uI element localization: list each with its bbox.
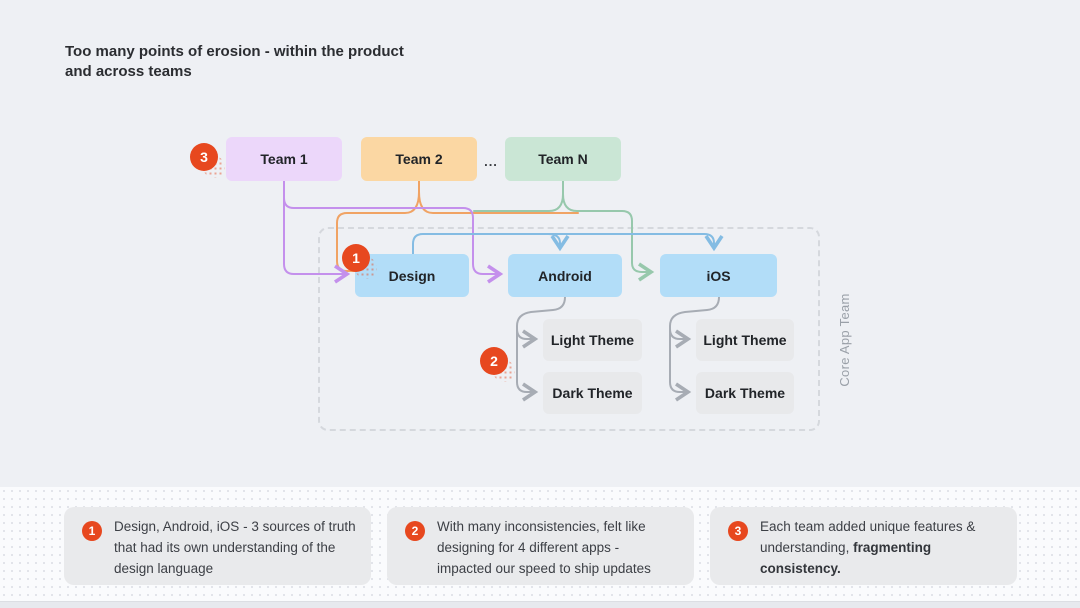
team-1-label: Team 1 — [260, 151, 308, 167]
note-card-2: 2 With many inconsistencies, felt like d… — [387, 507, 694, 585]
team-2-box: Team 2 — [361, 137, 477, 181]
marker-2-badge: 2 — [480, 347, 515, 382]
note-1-text-regular: Design, Android, iOS - 3 sources of trut… — [114, 519, 356, 576]
ios-light-theme-label: Light Theme — [703, 332, 787, 348]
ios-box: iOS — [660, 254, 777, 297]
note-card-1: 1 Design, Android, iOS - 3 sources of tr… — [64, 507, 371, 585]
design-label: Design — [388, 267, 436, 284]
notes-band: 1 Design, Android, iOS - 3 sources of tr… — [0, 487, 1080, 608]
bottom-edge-strip — [0, 601, 1080, 608]
note-2-text: With many inconsistencies, felt like des… — [437, 516, 651, 585]
marker-3-badge: 3 — [190, 143, 225, 178]
team-1-box: Team 1 — [226, 137, 342, 181]
team-2-label: Team 2 — [395, 151, 443, 167]
note-2-number-badge: 2 — [405, 521, 425, 541]
android-light-theme-box: Light Theme — [543, 319, 642, 361]
android-label: Android — [538, 267, 592, 284]
note-3-text-regular: Each team added unique features & unders… — [760, 519, 976, 555]
android-box: Android — [508, 254, 622, 297]
note-1-number-badge: 1 — [82, 521, 102, 541]
note-2-text-regular: With many inconsistencies, felt like des… — [437, 519, 651, 576]
core-app-team-label: Core App Team — [837, 293, 852, 387]
team-n-label: Team N — [538, 151, 588, 167]
page-title: Too many points of erosion - within the … — [65, 43, 404, 80]
ios-dark-theme-label: Dark Theme — [704, 385, 786, 401]
note-3-number-badge: 3 — [728, 521, 748, 541]
note-1-text: Design, Android, iOS - 3 sources of trut… — [114, 516, 356, 585]
note-card-3: 3 Each team added unique features & unde… — [710, 507, 1017, 585]
ios-label: iOS — [706, 267, 731, 284]
marker-1-badge: 1 — [342, 244, 377, 279]
android-light-theme-label: Light Theme — [550, 332, 635, 348]
android-dark-theme-box: Dark Theme — [543, 372, 642, 414]
ios-dark-theme-box: Dark Theme — [696, 372, 794, 414]
note-3-text: Each team added unique features & unders… — [760, 516, 975, 585]
android-dark-theme-label: Dark Theme — [552, 385, 633, 401]
team-n-box: Team N — [505, 137, 621, 181]
teams-ellipsis: ... — [484, 154, 498, 169]
note-3-text-bold: fragmenting consistency. — [760, 540, 932, 576]
ios-light-theme-box: Light Theme — [696, 319, 794, 361]
